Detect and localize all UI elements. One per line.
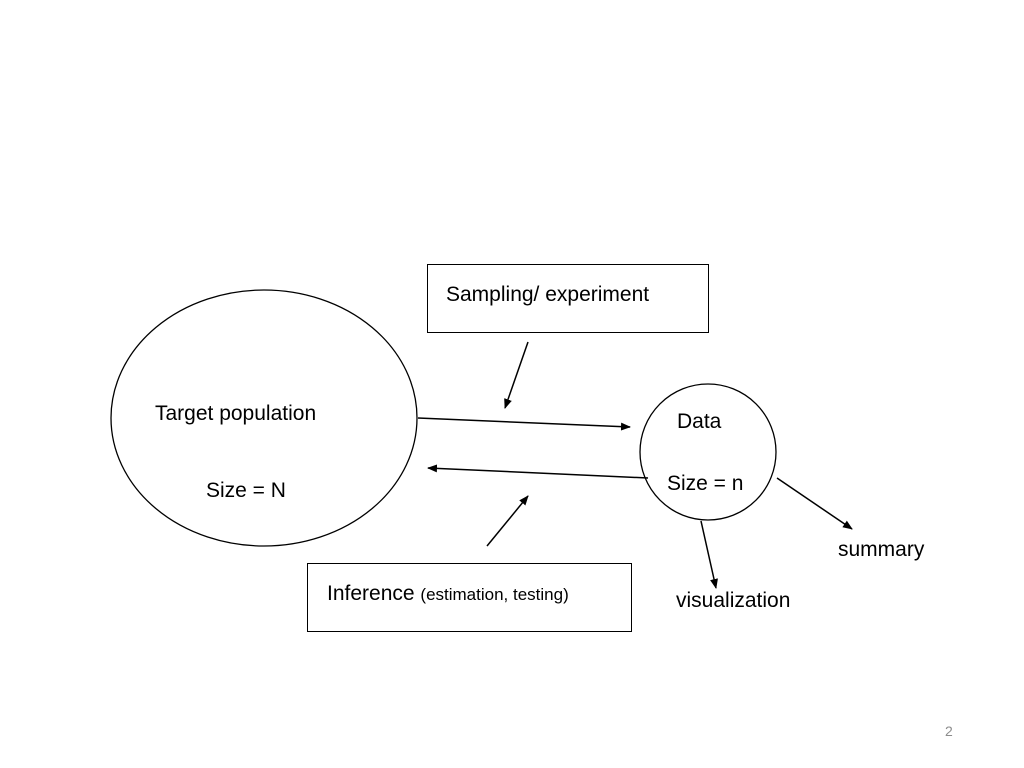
summary-label: summary	[838, 538, 925, 561]
population-title: Target population	[155, 402, 317, 425]
sampling-pointer-arrow	[504, 341, 529, 409]
data-size: Size = n	[667, 472, 744, 495]
inference-box-label: Inference (estimation, testing)	[327, 581, 569, 608]
sampling-arrow	[417, 417, 631, 431]
inference-pointer-arrow	[486, 495, 529, 547]
data-circle	[639, 383, 777, 521]
sampling-box: Sampling/ experiment	[427, 264, 709, 333]
population-size: Size = N	[206, 479, 286, 502]
page-number: 2	[945, 723, 953, 739]
inference-detail: (estimation, testing)	[420, 585, 569, 604]
data-title: Data	[677, 410, 722, 433]
inference-label: Inference	[327, 582, 415, 605]
visualization-arrow	[700, 520, 718, 589]
sampling-box-label: Sampling/ experiment	[446, 283, 650, 306]
inference-box: Inference (estimation, testing)	[307, 563, 632, 632]
summary-arrow	[776, 477, 853, 530]
visualization-label: visualization	[676, 589, 791, 612]
inference-arrow	[427, 464, 649, 479]
population-ellipse	[110, 289, 418, 547]
